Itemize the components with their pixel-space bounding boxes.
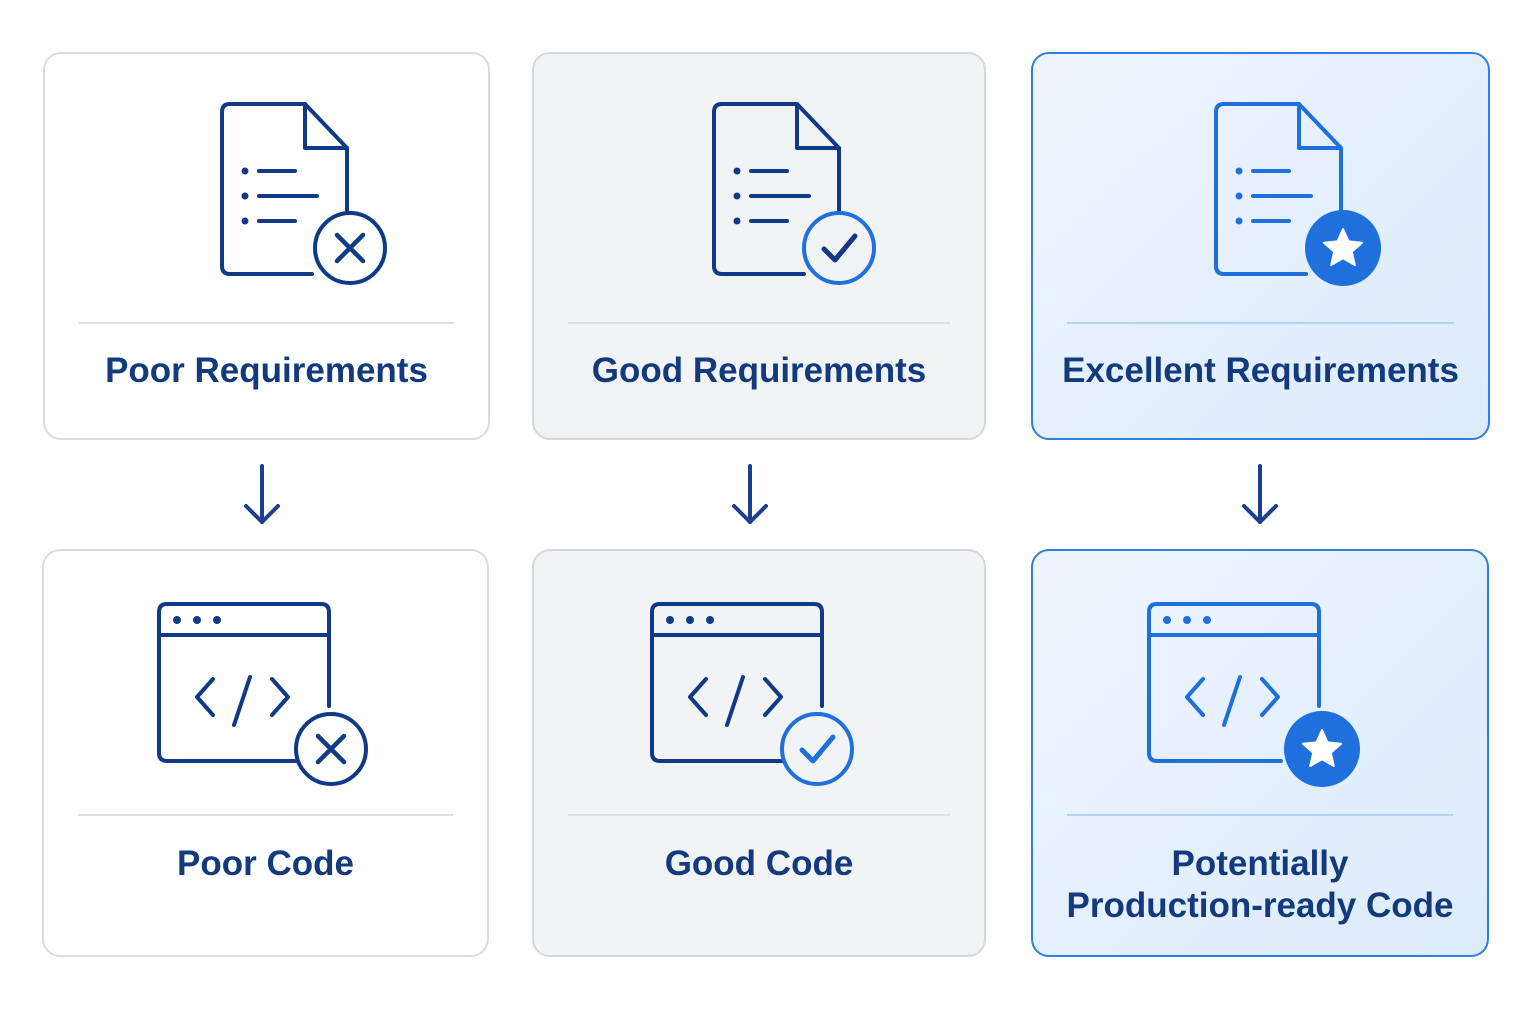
code-window-star-icon <box>1019 601 1473 791</box>
divider <box>79 322 454 324</box>
good-code-card: Good Code <box>532 549 986 957</box>
good-requirements-label: Good Requirements <box>591 351 927 390</box>
document-x-icon <box>45 102 488 292</box>
divider <box>568 814 950 816</box>
good-code-label: Good Code <box>664 844 854 883</box>
production-ready-code-label: Potentially Production-ready Code <box>1043 843 1477 927</box>
divider <box>568 322 950 324</box>
poor-code-card: Poor Code <box>42 549 489 957</box>
divider <box>1067 814 1453 816</box>
code-window-x-icon <box>34 601 477 791</box>
poor-code-label: Poor Code <box>177 844 354 883</box>
document-check-icon <box>534 102 984 292</box>
poor-requirements-label: Poor Requirements <box>105 351 428 390</box>
production-ready-code-label-line1: Potentially <box>1171 844 1349 883</box>
production-ready-code-card: Potentially Production-ready Code <box>1031 549 1489 957</box>
divider <box>1067 322 1454 324</box>
production-ready-code-label-line2: Production-ready Code <box>1066 886 1454 925</box>
arrow-down-icon <box>732 464 768 524</box>
code-window-check-icon <box>524 601 974 791</box>
good-requirements-card: Good Requirements <box>532 52 986 440</box>
document-star-icon <box>1033 102 1488 292</box>
poor-requirements-card: Poor Requirements <box>43 52 490 440</box>
divider <box>78 814 453 816</box>
excellent-requirements-label: Excellent Requirements <box>1062 351 1459 390</box>
arrow-down-icon <box>1242 464 1278 524</box>
excellent-requirements-card: Excellent Requirements <box>1031 52 1490 440</box>
arrow-down-icon <box>244 464 280 524</box>
